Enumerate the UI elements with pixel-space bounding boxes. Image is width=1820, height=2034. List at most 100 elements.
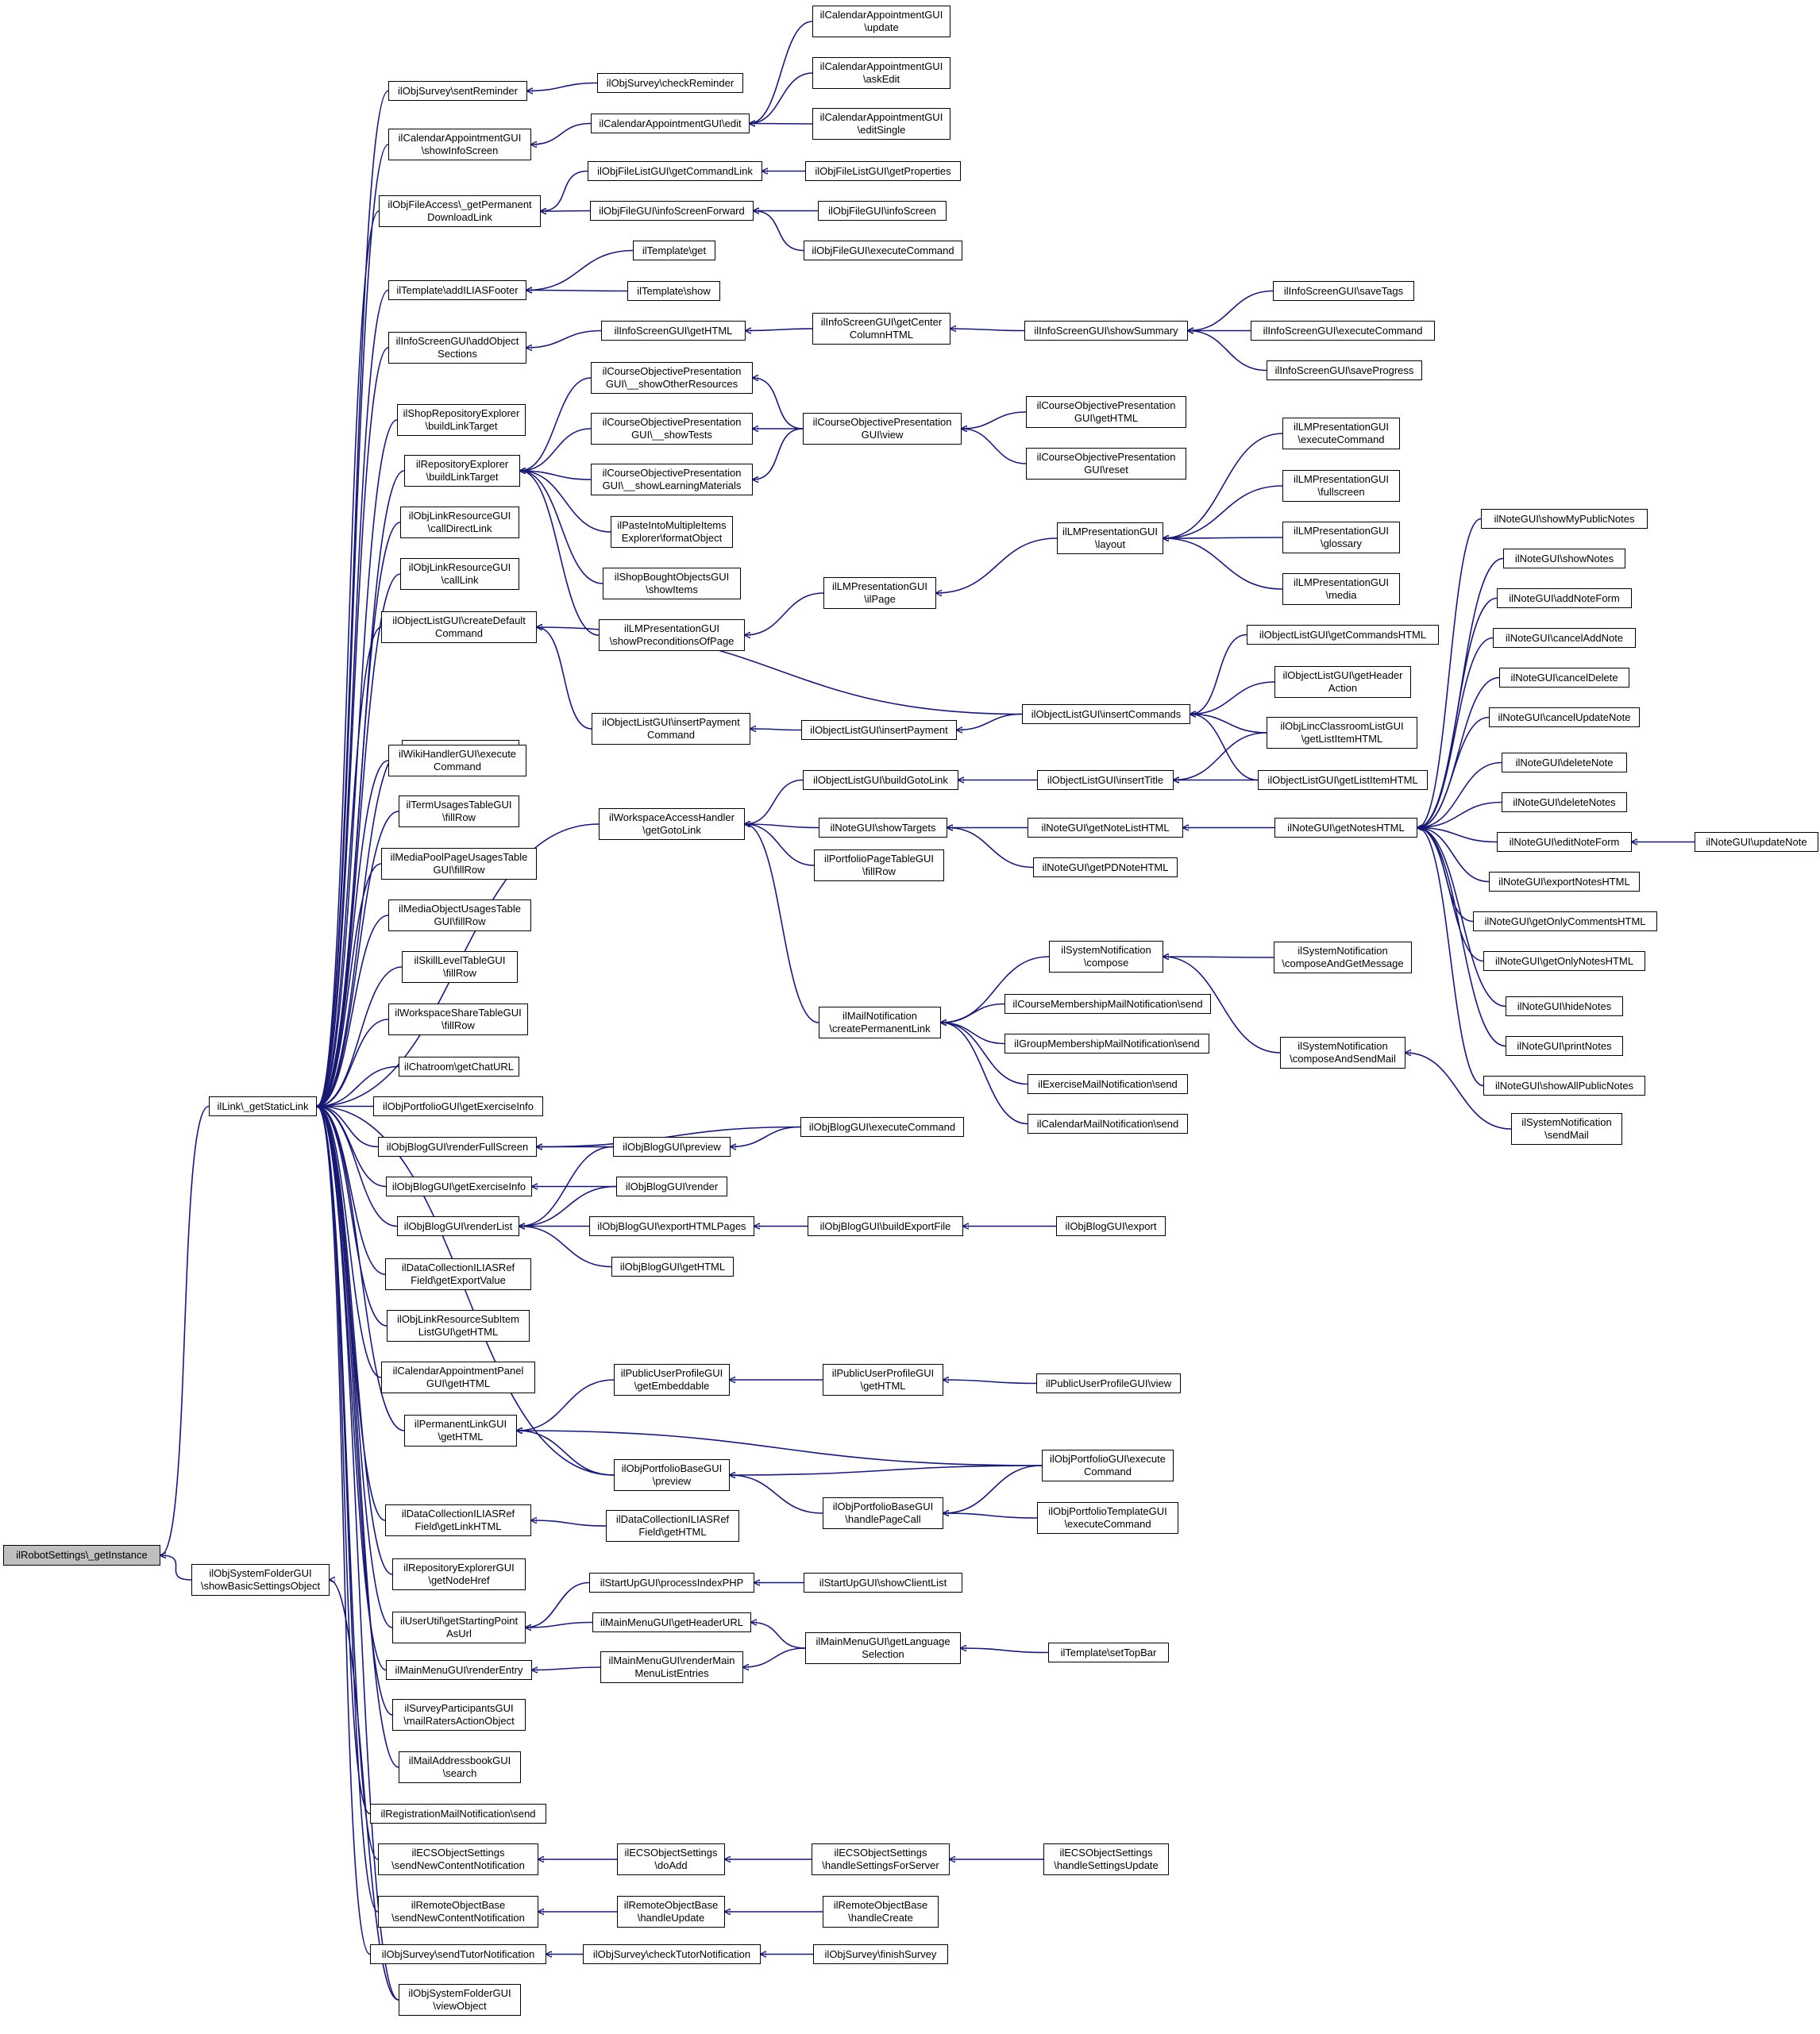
node-infoscr-add[interactable]: ilInfoScreenGUI\addObject Sections <box>388 332 526 364</box>
node-survey-checktutor[interactable]: ilObjSurvey\checkTutorNotification <box>583 1944 761 1964</box>
node-paste-expl[interactable]: ilPasteIntoMultipleItems Explorer\format… <box>611 516 733 548</box>
node-remote-update[interactable]: ilRemoteObjectBase \handleUpdate <box>617 1896 725 1928</box>
node-ecs-update[interactable]: ilECSObjectSettings \handleSettingsUpdat… <box>1043 1843 1169 1875</box>
node-lm-exec[interactable]: ilLMPresentationGUI \executeCommand <box>1282 418 1400 449</box>
node-mm-header[interactable]: ilMainMenuGUI\getHeaderURL <box>592 1612 751 1632</box>
node-tpl-topbar[interactable]: ilTemplate\setTopBar <box>1048 1643 1169 1662</box>
node-pbase-preview[interactable]: ilObjPortfolioBaseGUI \preview <box>614 1459 730 1491</box>
node-lm-layout[interactable]: ilLMPresentationGUI \layout <box>1057 522 1163 554</box>
node-sys-sendmail[interactable]: ilSystemNotification \composeAndSendMail <box>1280 1037 1405 1069</box>
node-blog-exinfo[interactable]: ilObjBlogGUI\getExerciseInfo <box>386 1177 532 1196</box>
node-filelist-props[interactable]: ilObjFileListGUI\getProperties <box>805 161 961 181</box>
node-portfolio-page-table[interactable]: ilPortfolioPageTableGUI \fillRow <box>814 849 944 881</box>
node-tpl-footer[interactable]: ilTemplate\addILIASFooter <box>388 280 526 300</box>
node-mediaobj[interactable]: ilMediaObjectUsagesTable GUI\fillRow <box>388 900 531 931</box>
node-blog-export[interactable]: ilObjBlogGUI\export <box>1056 1216 1166 1236</box>
node-fileaccess[interactable]: ilObjFileAccess\_getPermanent DownloadLi… <box>379 195 541 227</box>
node-file-info[interactable]: ilObjFileGUI\infoScreen <box>818 201 947 221</box>
node-linc[interactable]: ilObjLincClassroomListGUI \getListItemHT… <box>1267 717 1417 749</box>
node-file-infofwd[interactable]: ilObjFileGUI\infoScreenForward <box>590 201 754 221</box>
node-cop-html[interactable]: ilCourseObjectivePresentation GUI\getHTM… <box>1026 396 1186 428</box>
node-cop-view[interactable]: ilCourseObjectivePresentation GUI\view <box>803 413 962 445</box>
node-note-comments[interactable]: ilNoteGUI\getOnlyCommentsHTML <box>1473 911 1657 931</box>
node-userutil[interactable]: ilUserUtil\getStartingPoint AsUrl <box>392 1612 526 1643</box>
node-objlist-itemhtml[interactable]: ilObjectListGUI\getListItemHTML <box>1258 770 1428 790</box>
node-note-mypub[interactable]: ilNoteGUI\showMyPublicNotes <box>1481 509 1648 529</box>
node-mm-main[interactable]: ilMainMenuGUI\renderMain MenuListEntries <box>600 1651 743 1683</box>
node-note-hide[interactable]: ilNoteGUI\hideNotes <box>1506 996 1623 1016</box>
node-infoscr-exec[interactable]: ilInfoScreenGUI\executeCommand <box>1251 321 1435 341</box>
node-ecs-add[interactable]: ilECSObjectSettings \doAdd <box>617 1843 725 1875</box>
node-note-updatenote[interactable]: ilNoteGUI\updateNote <box>1695 832 1818 852</box>
node-repo-expl[interactable]: ilRepositoryExplorer \buildLinkTarget <box>404 455 520 487</box>
node-cal-editsingle[interactable]: ilCalendarAppointmentGUI \editSingle <box>812 108 950 140</box>
node-note-pd[interactable]: ilNoteGUI\getPDNoteHTML <box>1033 857 1178 877</box>
node-course-mail[interactable]: ilCourseMembershipMailNotification\send <box>1004 994 1211 1014</box>
node-objlist-cmds[interactable]: ilObjectListGUI\insertCommands <box>1022 704 1190 724</box>
node-cop-reset[interactable]: ilCourseObjectivePresentation GUI\reset <box>1026 448 1186 480</box>
node-ws-share[interactable]: ilWorkspaceShareTableGUI \fillRow <box>388 1004 528 1035</box>
node-note-deletes[interactable]: ilNoteGUI\deleteNotes <box>1502 792 1627 812</box>
node-getstatic[interactable]: ilLink\_getStaticLink <box>209 1096 317 1116</box>
node-note-addform[interactable]: ilNoteGUI\addNoteForm <box>1497 588 1632 608</box>
node-note-cancelupd[interactable]: ilNoteGUI\cancelUpdateNote <box>1489 707 1640 727</box>
node-objlist-goto[interactable]: ilObjectListGUI\buildGotoLink <box>803 770 958 790</box>
node-cop-tests[interactable]: ilCourseObjectivePresentation GUI\__show… <box>591 413 753 445</box>
node-mail-perm[interactable]: ilMailNotification \createPermanentLink <box>819 1007 941 1038</box>
node-portfolio-exec[interactable]: ilObjPortfolioGUI\execute Command <box>1042 1450 1174 1481</box>
node-objlist-paycmd[interactable]: ilObjectListGUI\insertPayment Command <box>592 713 750 745</box>
node-objlist-header[interactable]: ilObjectListGUI\getHeader Action <box>1274 666 1411 698</box>
node-note-canceladd[interactable]: ilNoteGUI\cancelAddNote <box>1493 628 1636 648</box>
node-infoscr-tags[interactable]: ilInfoScreenGUI\saveTags <box>1273 281 1414 301</box>
node-note-notes[interactable]: ilNoteGUI\getNotesHTML <box>1274 818 1417 838</box>
node-startup-index[interactable]: ilStartUpGUI\processIndexPHP <box>589 1573 754 1593</box>
node-reg-mail[interactable]: ilRegistrationMailNotification\send <box>370 1804 546 1824</box>
node-mail-addr[interactable]: ilMailAddressbookGUI \search <box>399 1751 521 1783</box>
node-survey-finish[interactable]: ilObjSurvey\finishSurvey <box>813 1944 948 1964</box>
node-note-canceldel[interactable]: ilNoteGUI\cancelDelete <box>1499 668 1629 688</box>
node-cop-other[interactable]: ilCourseObjectivePresentation GUI\__show… <box>591 362 753 394</box>
node-blog-pages[interactable]: ilObjBlogGUI\exportHTMLPages <box>589 1216 754 1236</box>
node-infoscr-html[interactable]: ilInfoScreenGUI\getHTML <box>601 321 746 341</box>
node-lm-media[interactable]: ilLMPresentationGUI \media <box>1282 573 1400 605</box>
node-ecs-send[interactable]: ilECSObjectSettings \sendNewContentNotif… <box>378 1843 538 1875</box>
node-startup-client[interactable]: ilStartUpGUI\showClientList <box>804 1573 962 1593</box>
node-linkres-sub[interactable]: ilObjLinkResourceSubItem ListGUI\getHTML <box>387 1310 530 1342</box>
node-objlist-pay[interactable]: ilObjectListGUI\insertPayment <box>801 720 957 740</box>
node-pub-embed[interactable]: ilPublicUserProfileGUI \getEmbeddable <box>614 1364 730 1396</box>
node-shop-repo[interactable]: ilShopRepositoryExplorer \buildLinkTarge… <box>397 404 526 436</box>
node-chat[interactable]: ilChatroom\getChatURL <box>399 1057 519 1077</box>
node-cal-info[interactable]: ilCalendarAppointmentGUI \showInfoScreen <box>388 129 531 160</box>
node-note-list[interactable]: ilNoteGUI\getNoteListHTML <box>1028 818 1183 838</box>
node-ptpl-exec[interactable]: ilObjPortfolioTemplateGUI \executeComman… <box>1037 1502 1178 1534</box>
node-survey-part[interactable]: ilSurveyParticipantsGUI \mailRatersActio… <box>392 1699 526 1731</box>
node-cal-edit[interactable]: ilCalendarAppointmentGUI\edit <box>591 114 750 133</box>
node-blog-render[interactable]: ilObjBlogGUI\render <box>616 1177 727 1196</box>
node-mm-lang[interactable]: ilMainMenuGUI\getLanguage Selection <box>805 1632 961 1664</box>
node-survey-check[interactable]: ilObjSurvey\checkReminder <box>597 73 743 93</box>
node-sys-compose[interactable]: ilSystemNotification \compose <box>1049 941 1163 973</box>
node-note-targets[interactable]: ilNoteGUI\showTargets <box>819 818 947 838</box>
node-blog-preview[interactable]: ilObjBlogGUI\preview <box>613 1137 731 1157</box>
node-lm-precond[interactable]: ilLMPresentationGUI \showPreconditionsOf… <box>599 619 745 651</box>
node-tpl-get[interactable]: ilTemplate\get <box>633 241 715 260</box>
node-skill[interactable]: ilSkillLevelTableGUI \fillRow <box>402 951 518 983</box>
node-remote-create[interactable]: ilRemoteObjectBase \handleCreate <box>823 1896 939 1928</box>
node-dc-linkhtml[interactable]: ilDataCollectionILIASRef Field\getLinkHT… <box>385 1504 531 1536</box>
node-survey-sent[interactable]: ilObjSurvey\sentReminder <box>388 81 527 101</box>
node-ex-mail[interactable]: ilExerciseMailNotification\send <box>1028 1074 1188 1094</box>
node-filelist-cmd[interactable]: ilObjFileListGUI\getCommandLink <box>588 161 762 181</box>
node-infoscr-center[interactable]: ilInfoScreenGUI\getCenter ColumnHTML <box>812 313 950 345</box>
node-lm-ilpage[interactable]: ilLMPresentationGUI \ilPage <box>823 577 936 609</box>
node-blog-full[interactable]: ilObjBlogGUI\renderFullScreen <box>378 1137 537 1157</box>
node-repo-node[interactable]: ilRepositoryExplorerGUI \getNodeHref <box>392 1558 526 1590</box>
node-file-exec[interactable]: ilObjFileGUI\executeCommand <box>804 241 962 260</box>
node-mm-entry[interactable]: ilMainMenuGUI\renderEntry <box>386 1660 532 1680</box>
node-group-mail[interactable]: ilGroupMembershipMailNotification\send <box>1004 1034 1209 1054</box>
node-tpl-show[interactable]: ilTemplate\show <box>627 281 720 301</box>
node-cal-panel[interactable]: ilCalendarAppointmentPanel GUI\getHTML <box>381 1362 535 1393</box>
node-sys-mail[interactable]: ilSystemNotification \sendMail <box>1511 1113 1622 1145</box>
node-dc-export[interactable]: ilDataCollectionILIASRef Field\getExport… <box>385 1258 531 1290</box>
node-note-print[interactable]: ilNoteGUI\printNotes <box>1506 1036 1623 1056</box>
node-pub-html[interactable]: ilPublicUserProfileGUI \getHTML <box>823 1364 943 1396</box>
